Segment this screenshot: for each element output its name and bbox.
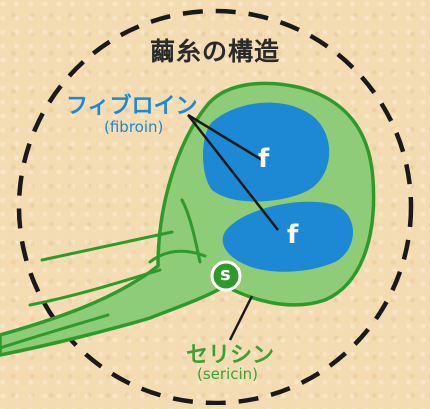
fibroin-marker-lower: f [287,222,298,248]
fibroin-label-jp: フィブロイン [66,88,198,120]
sericin-label-en: (sericin) [197,365,258,383]
diagram-title: 繭糸の構造 [0,32,430,68]
fibroin-marker-upper: f [258,146,269,172]
fiber-edge-line [42,232,172,260]
sericin-marker: s [220,266,231,284]
fibroin-label-en: (fibroin) [104,118,163,136]
sericin-leader-line [230,296,252,340]
